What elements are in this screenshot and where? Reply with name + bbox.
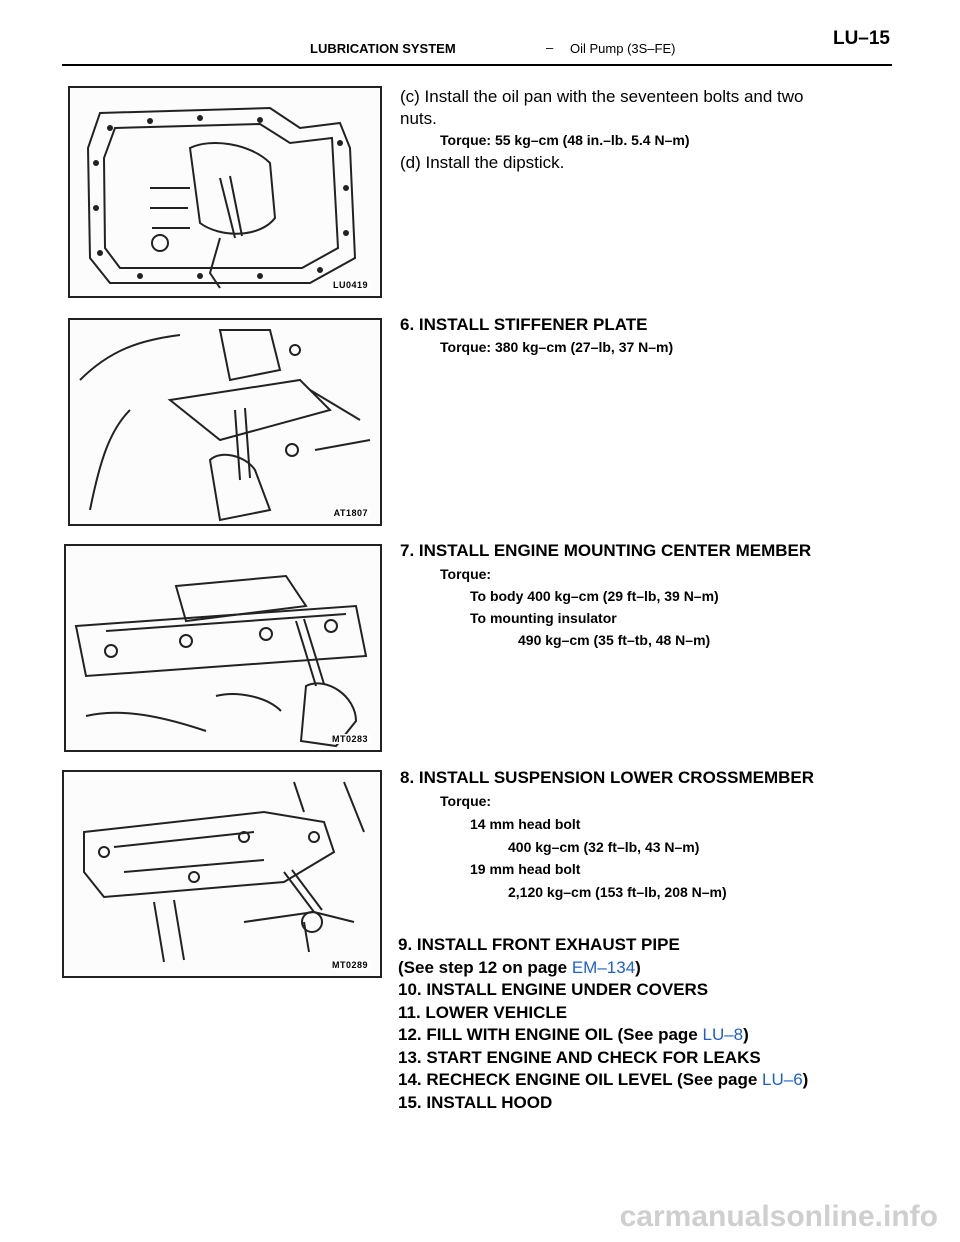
step-14-text: 14. RECHECK ENGINE OIL LEVEL (See page [398,1070,763,1089]
step-11: 11. LOWER VEHICLE [398,1003,568,1022]
center-member-illustration [74,574,368,748]
step-6-title: 6. INSTALL STIFFENER PLATE [400,315,648,334]
step-9-line2: (See step 12 on page EM–134) [398,957,641,979]
step-7-torque-label: Torque: [440,566,492,582]
step-8-torque-label: Torque: [440,793,492,809]
step-13: 13. START ENGINE AND CHECK FOR LEAKS [398,1048,761,1067]
step-6-torque: Torque: 380 kg–cm (27–lb, 37 N–m) [440,339,674,355]
stiffener-plate-illustration [79,329,371,522]
watermark: carmanualsonline.info [619,1200,938,1233]
page-header: LUBRICATION SYSTEM – Oil Pump (3S–FE) LU… [62,20,892,66]
step-c-line1: (c) Install the oil pan with the sevente… [400,87,804,106]
step-14-close: ) [802,1070,809,1089]
lower-crossmember-illustration [83,781,365,963]
step-7-line3: 490 kg–cm (35 ft–tb, 48 N–m) [518,632,711,648]
figure-oil-pan-install: LU0419 [68,86,382,298]
oil-pan-illustration [86,106,357,289]
step-c-torque: Torque: 55 kg–cm (48 in.–lb. 5.4 N–m) [440,132,690,148]
header-section-title: LUBRICATION SYSTEM [310,41,456,56]
figure-code: LU0419 [330,280,370,290]
figure-lower-crossmember: MT0289 [62,770,382,978]
step-12-close: ) [743,1025,749,1044]
page-number: LU–15 [832,28,890,49]
figure-stiffener-plate: AT1807 [68,318,382,526]
step-8-line2: 400 kg–cm (32 ft–lb, 43 N–m) [508,839,700,855]
figure-center-member: MT0283 [64,544,382,752]
step-c-line2: nuts. [400,109,437,128]
step-7-line1: To body 400 kg–cm (29 ft–lb, 39 N–m) [470,588,719,604]
step-12-text: 12. FILL WITH ENGINE OIL (See page [398,1025,703,1044]
figure-code: MT0289 [329,960,370,970]
step-15: 15. INSTALL HOOD [398,1093,553,1112]
step-7-title: 7. INSTALL ENGINE MOUNTING CENTER MEMBER [400,541,812,560]
step-d: (d) Install the dipstick. [400,153,565,172]
step-8-line4: 2,120 kg–cm (153 ft–lb, 208 N–m) [508,884,727,900]
step-9-line1: 9. INSTALL FRONT EXHAUST PIPE [398,935,680,954]
header-separator: – [546,40,554,55]
step-12: 12. FILL WITH ENGINE OIL (See page LU–8) [398,1024,749,1046]
step-9-ref-text: (See step 12 on page [398,958,572,977]
step-8-title: 8. INSTALL SUSPENSION LOWER CROSSMEMBER [400,768,815,787]
step-8-line1: 14 mm head bolt [470,816,581,832]
figure-code: MT0283 [329,734,370,744]
step-9-ref-close: ) [635,958,641,977]
step-10: 10. INSTALL ENGINE UNDER COVERS [398,980,709,999]
link-em-134[interactable]: EM–134 [571,958,636,977]
step-14: 14. RECHECK ENGINE OIL LEVEL (See page L… [398,1069,808,1091]
step-8-line3: 19 mm head bolt [470,861,581,877]
step-7-line2: To mounting insulator [470,610,617,626]
header-subsection: Oil Pump (3S–FE) [570,41,676,56]
link-lu-8[interactable]: LU–8 [702,1025,744,1044]
link-lu-6[interactable]: LU–6 [762,1070,803,1089]
figure-code: AT1807 [331,508,370,518]
